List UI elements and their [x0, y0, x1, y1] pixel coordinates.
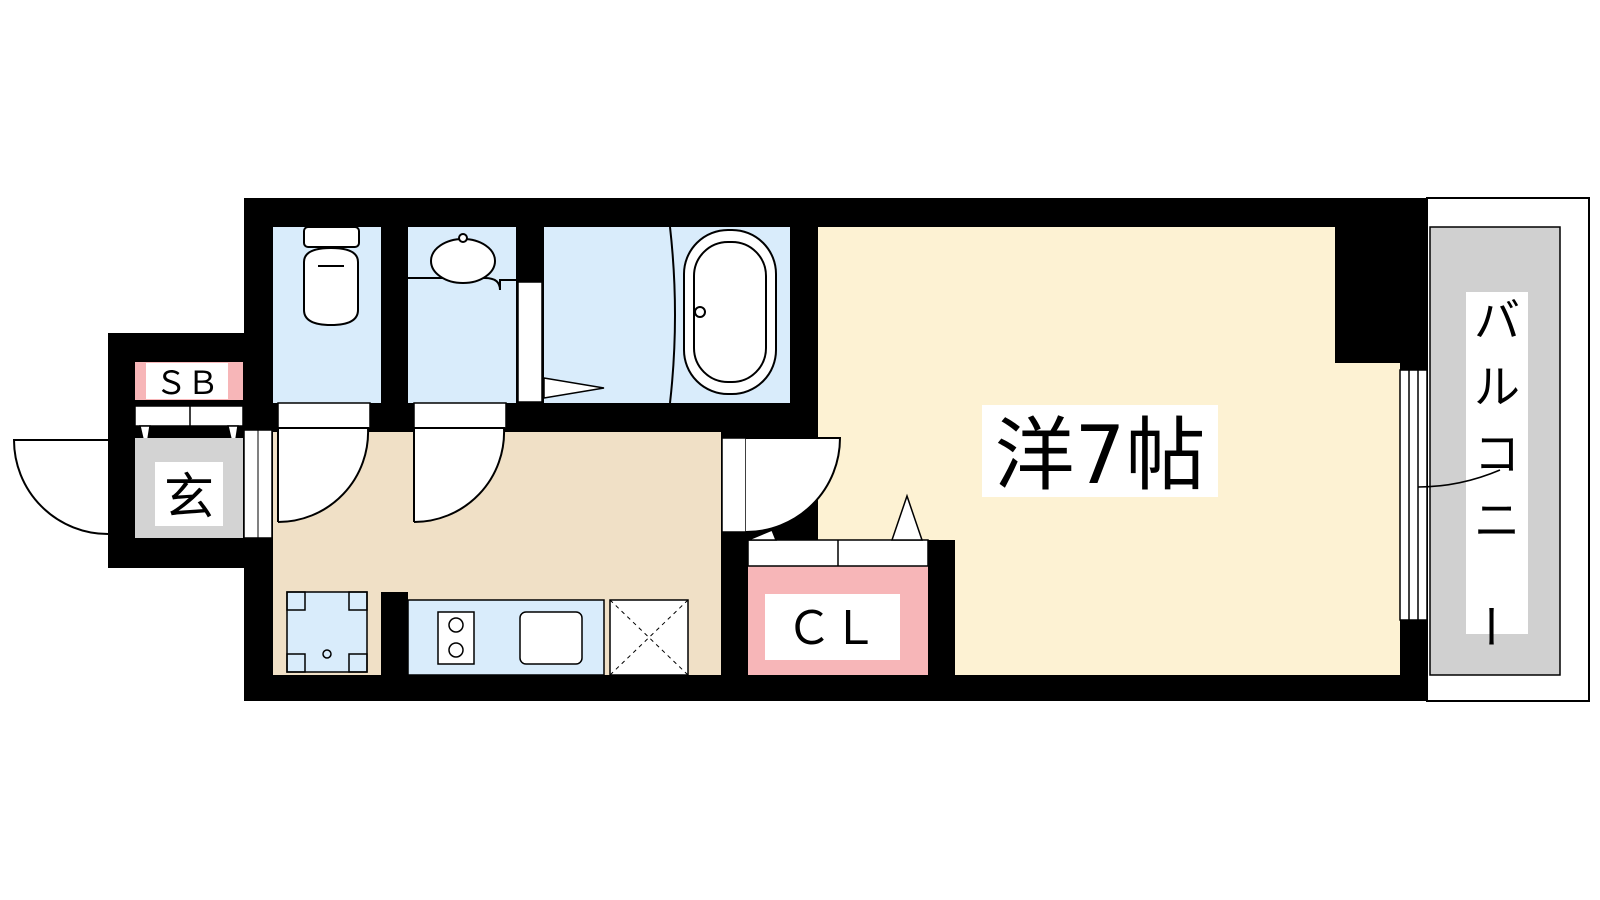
washroom-door-swing — [413, 427, 506, 524]
stove-icon — [437, 611, 475, 665]
balcony-label-bg — [1466, 292, 1528, 634]
toilet-icon — [303, 226, 360, 327]
entrance-label-bg — [155, 462, 223, 526]
washbasin-icon — [430, 233, 496, 284]
bathtub-icon — [683, 229, 777, 395]
western-room-label-bg — [982, 405, 1218, 497]
washroom-door-frame — [413, 402, 507, 429]
sink-icon — [519, 611, 583, 665]
room-door-frame — [721, 437, 747, 533]
washing-machine-icon — [286, 591, 368, 673]
entrance-door-swing — [12, 439, 109, 535]
balcony-label: バルコニー — [1463, 293, 1520, 649]
balcony-area: バルコニー — [1426, 197, 1590, 702]
room-door-swing — [745, 437, 842, 533]
toilet-door-swing — [277, 427, 370, 524]
toilet-door-frame — [277, 402, 371, 429]
shoe-box-label-bg — [146, 363, 228, 399]
balcony-window — [1399, 369, 1501, 621]
washbasin-counter — [408, 277, 516, 291]
fridge-space — [286, 591, 368, 673]
western-room-label: 洋7帖 — [995, 409, 1206, 502]
closet-label: ＣＬ — [786, 601, 878, 655]
sliding-door — [517, 281, 543, 403]
door-triangle — [543, 377, 605, 399]
entrance-label: 玄 — [164, 468, 214, 526]
shoe-box-label: ＳＢ — [155, 364, 219, 402]
bathroom-curve — [669, 226, 676, 404]
partition-wall — [516, 227, 544, 282]
kitchen-storage — [609, 599, 689, 676]
kitchen-partition — [381, 592, 408, 675]
closet-door-triangle — [890, 493, 924, 541]
closet-door-triangle-small — [747, 529, 778, 541]
closet-label-bg — [765, 594, 900, 660]
